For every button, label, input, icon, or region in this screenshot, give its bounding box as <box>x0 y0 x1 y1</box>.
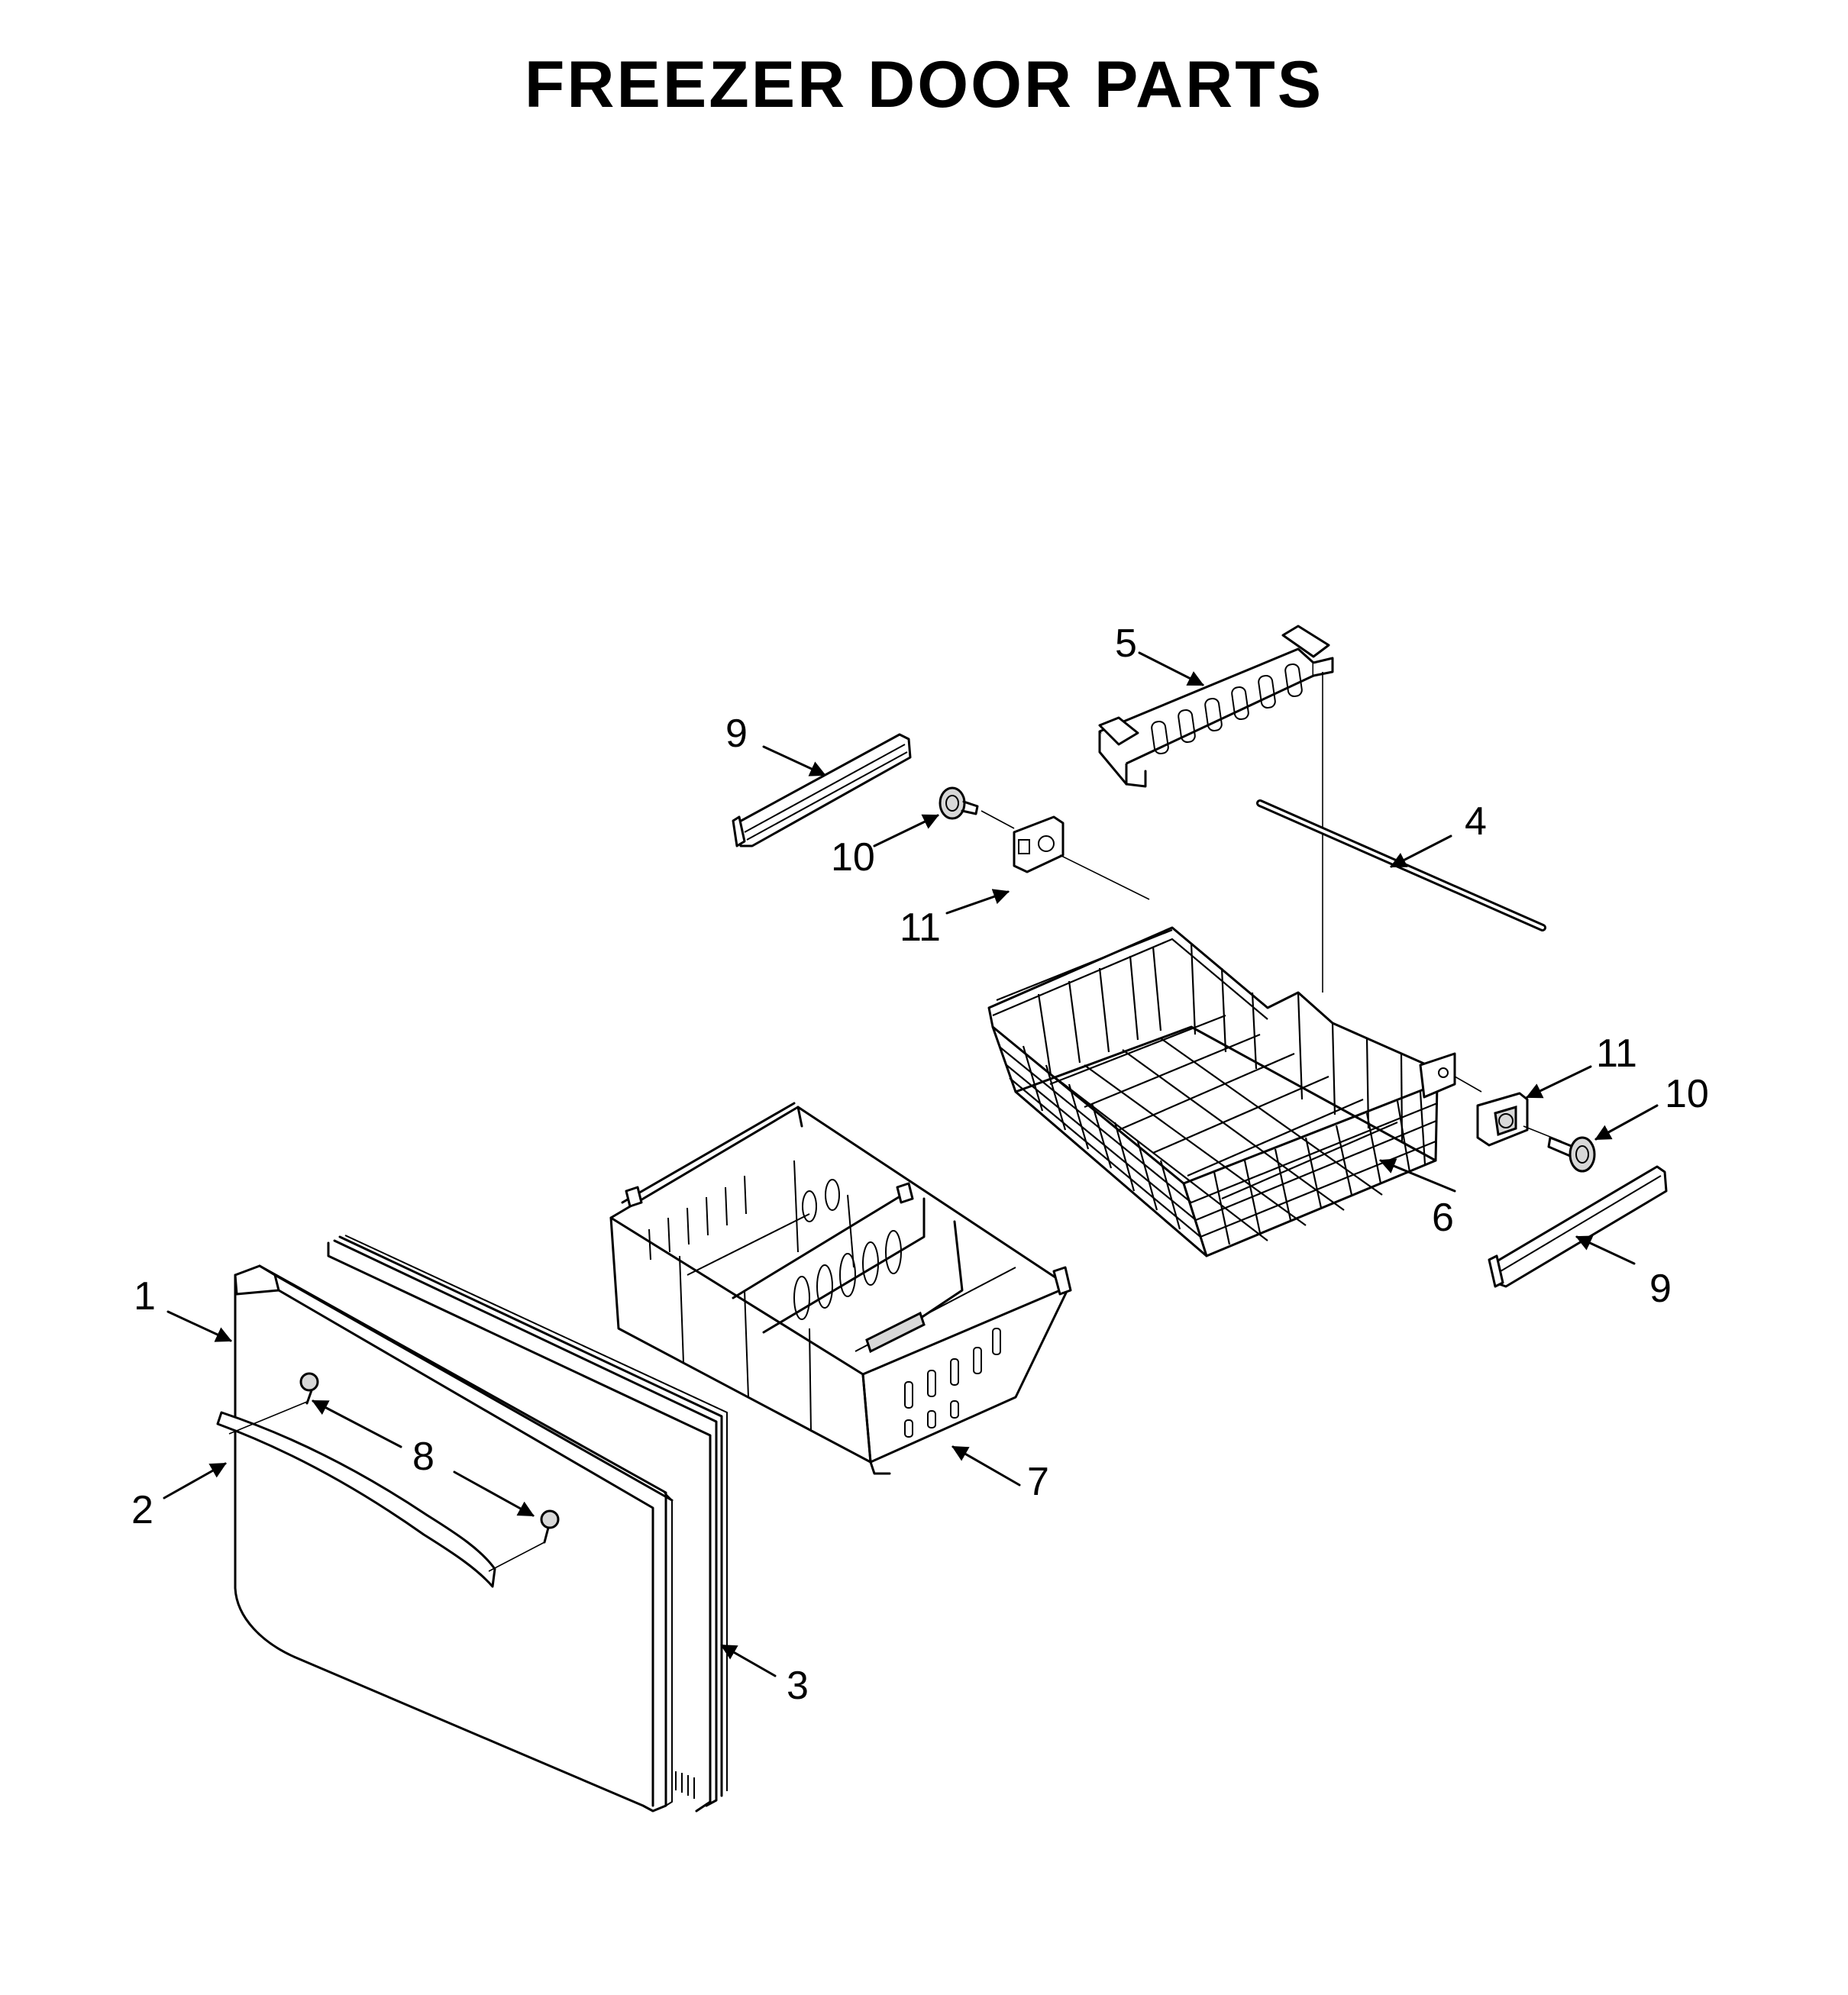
part-basket-divider <box>1098 625 1334 788</box>
arrow-10-upper <box>873 814 939 847</box>
part-gear-housing-upper <box>1013 815 1065 873</box>
leader-line <box>1059 854 1150 900</box>
arrow-1 <box>166 1310 232 1342</box>
part-screw-upper <box>299 1372 319 1405</box>
arrow-9-upper <box>762 745 826 776</box>
diagram-title: FREEZER DOOR PARTS <box>524 48 1324 121</box>
leader-line <box>1454 1076 1482 1093</box>
part-slide-rail-lower <box>1488 1165 1668 1288</box>
callout-10-upper: 10 <box>831 835 875 880</box>
arrow-8-lower <box>453 1470 535 1517</box>
callout-9-upper: 9 <box>725 712 748 756</box>
callout-10-lower: 10 <box>1665 1072 1709 1116</box>
arrow-7 <box>951 1445 1021 1487</box>
part-door-gasket <box>327 1235 728 1813</box>
callout-9-lower: 9 <box>1649 1267 1672 1311</box>
part-lower-freezer-bin <box>609 1102 1072 1475</box>
callout-1: 1 <box>134 1274 156 1319</box>
arrow-5 <box>1138 651 1204 686</box>
callout-5: 5 <box>1115 621 1137 666</box>
part-slide-rail-upper <box>732 733 912 847</box>
callout-8: 8 <box>412 1435 435 1479</box>
leader-line <box>488 1541 545 1572</box>
arrow-11-lower <box>1526 1065 1592 1099</box>
part-screw-lower <box>540 1509 560 1544</box>
callout-11-lower: 11 <box>1596 1031 1637 1076</box>
callout-labels: 5 9 10 11 4 11 10 6 9 1 2 8 7 3 <box>131 621 1709 1708</box>
callout-6: 6 <box>1432 1196 1454 1240</box>
part-gear-upper <box>939 786 979 820</box>
arrow-2 <box>163 1462 227 1499</box>
callout-3: 3 <box>787 1664 809 1708</box>
arrow-6 <box>1379 1158 1456 1193</box>
part-gear-lower <box>1547 1136 1596 1173</box>
part-basket-rod <box>1256 799 1546 931</box>
arrow-9-lower <box>1575 1235 1636 1265</box>
leader-line <box>981 810 1015 829</box>
part-upper-wire-basket <box>987 926 1456 1257</box>
leader-line <box>228 1401 308 1435</box>
arrow-10-lower <box>1594 1104 1659 1141</box>
arrow-3 <box>720 1644 777 1677</box>
part-gear-housing-lower <box>1476 1092 1529 1147</box>
callout-7: 7 <box>1027 1460 1049 1504</box>
callout-2: 2 <box>131 1488 153 1532</box>
callout-4: 4 <box>1465 799 1487 844</box>
arrow-4 <box>1390 834 1452 868</box>
callout-arrows <box>163 651 1659 1677</box>
callout-11-upper: 11 <box>900 905 941 950</box>
arrow-11-upper <box>945 889 1010 915</box>
arrow-8-upper <box>312 1399 402 1448</box>
part-door-handle <box>216 1411 496 1588</box>
